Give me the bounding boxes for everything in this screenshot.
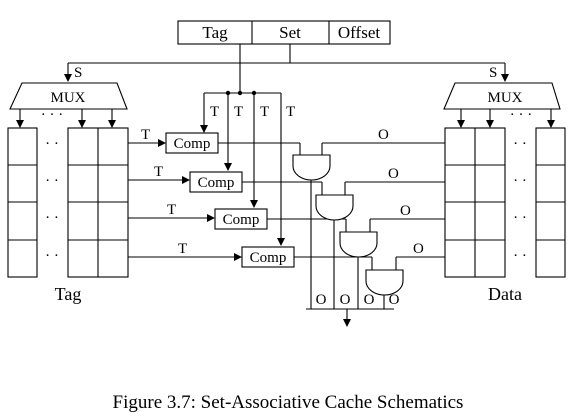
tag-array-row-dots: · ·	[45, 173, 59, 189]
comparator-1: T Comp	[128, 127, 301, 155]
and-gate-3	[339, 231, 378, 258]
mux-select-left-label: S	[74, 65, 82, 81]
bus-output-label: O	[389, 292, 400, 308]
data-output-label: O	[378, 127, 389, 143]
mux-left: MUX · · ·	[9, 82, 128, 128]
tag-bus-label: T	[210, 104, 219, 120]
tag-array-label: Tag	[55, 284, 82, 304]
data-array-label: Data	[488, 284, 522, 304]
bus-output-label: O	[364, 292, 375, 308]
comparator-label: Comp	[198, 175, 235, 191]
tag-array-row-dots: · ·	[45, 136, 59, 152]
and-gate-1	[292, 154, 331, 181]
data-output-label: O	[400, 203, 411, 219]
address-register: Tag Set Offset	[177, 20, 391, 45]
comparator-input-label: T	[154, 164, 163, 180]
comparator-input-label: T	[167, 202, 176, 218]
mux-right-dots: · · ·	[510, 107, 533, 123]
gate-output-bus: O O O O	[306, 180, 400, 327]
tag-array: · · · · · · · · Tag	[7, 127, 129, 304]
data-way-wires: O O O O	[321, 127, 445, 270]
comparator-input-label: T	[178, 241, 187, 257]
tag-bus-label: T	[286, 104, 295, 120]
data-output-label: O	[413, 241, 424, 257]
data-array-row-dots: · ·	[513, 136, 527, 152]
tag-bus: T T T T	[200, 44, 295, 246]
comparator-3: T Comp	[128, 202, 347, 232]
comparator-input-label: T	[141, 127, 150, 143]
bus-output-label: O	[340, 292, 351, 308]
comparator-4: T Comp	[128, 241, 373, 270]
address-tag-field: Tag	[202, 23, 228, 42]
tag-bus-label: T	[234, 104, 243, 120]
tag-array-row-dots: · ·	[45, 248, 59, 264]
comparator-label: Comp	[223, 212, 260, 228]
address-offset-field: Offset	[338, 23, 380, 42]
address-set-field: Set	[279, 23, 301, 42]
data-array: · · · · · · · · Data	[444, 127, 566, 304]
figure-caption: Figure 3.7: Set-Associative Cache Schema…	[113, 392, 464, 413]
and-gate-4	[365, 269, 404, 296]
data-array-row-dots: · ·	[513, 210, 527, 226]
data-array-row-dots: · ·	[513, 248, 527, 264]
tag-bus-label: T	[260, 104, 269, 120]
comparator-label: Comp	[250, 250, 287, 266]
mux-left-dots: · · ·	[41, 107, 64, 123]
data-output-label: O	[388, 166, 399, 182]
and-gate-2	[315, 194, 354, 221]
tag-array-row-dots: · ·	[45, 210, 59, 226]
mux-right: MUX · · ·	[443, 82, 561, 128]
set-index-wires: S S	[64, 44, 509, 82]
mux-right-label: MUX	[487, 90, 522, 106]
comparator-2: T Comp	[128, 164, 323, 195]
comparator-label: Comp	[174, 136, 211, 152]
data-array-row-dots: · ·	[513, 173, 527, 189]
bus-output-label: O	[316, 292, 327, 308]
mux-left-label: MUX	[50, 90, 85, 106]
mux-select-right-label: S	[489, 65, 497, 81]
